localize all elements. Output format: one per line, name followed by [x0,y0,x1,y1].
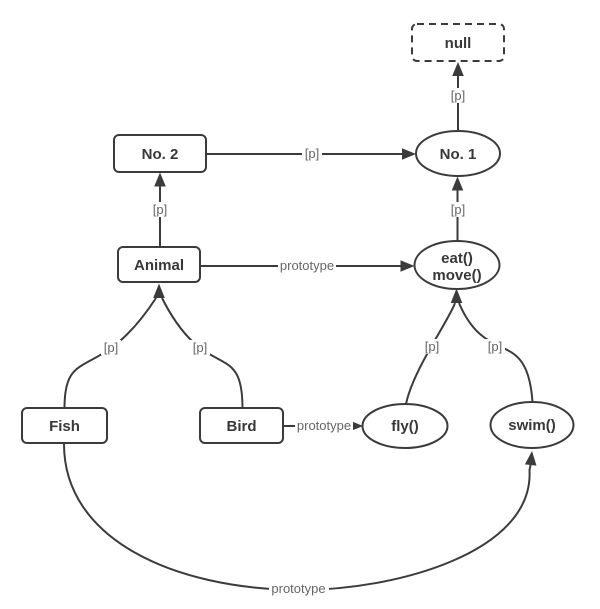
svg-text:[p]: [p] [104,340,118,355]
svg-text:Bird: Bird [227,418,257,435]
svg-text:prototype: prototype [297,418,351,433]
svg-text:eat(): eat() [441,250,473,267]
svg-text:swim(): swim() [508,417,556,434]
svg-text:No. 1: No. 1 [440,146,477,163]
svg-text:[p]: [p] [305,146,319,161]
svg-text:Animal: Animal [134,257,184,274]
svg-text:fly(): fly() [391,418,419,435]
svg-text:prototype: prototype [271,581,325,596]
svg-text:[p]: [p] [488,339,502,354]
svg-text:[p]: [p] [451,88,465,103]
svg-text:[p]: [p] [153,202,167,217]
svg-text:[p]: [p] [451,202,465,217]
svg-text:move(): move() [432,267,481,284]
svg-text:[p]: [p] [425,339,439,354]
svg-text:Fish: Fish [49,418,80,435]
svg-text:null: null [445,35,472,52]
svg-text:prototype: prototype [280,258,334,273]
svg-text:[p]: [p] [193,340,207,355]
svg-text:No. 2: No. 2 [142,146,179,163]
